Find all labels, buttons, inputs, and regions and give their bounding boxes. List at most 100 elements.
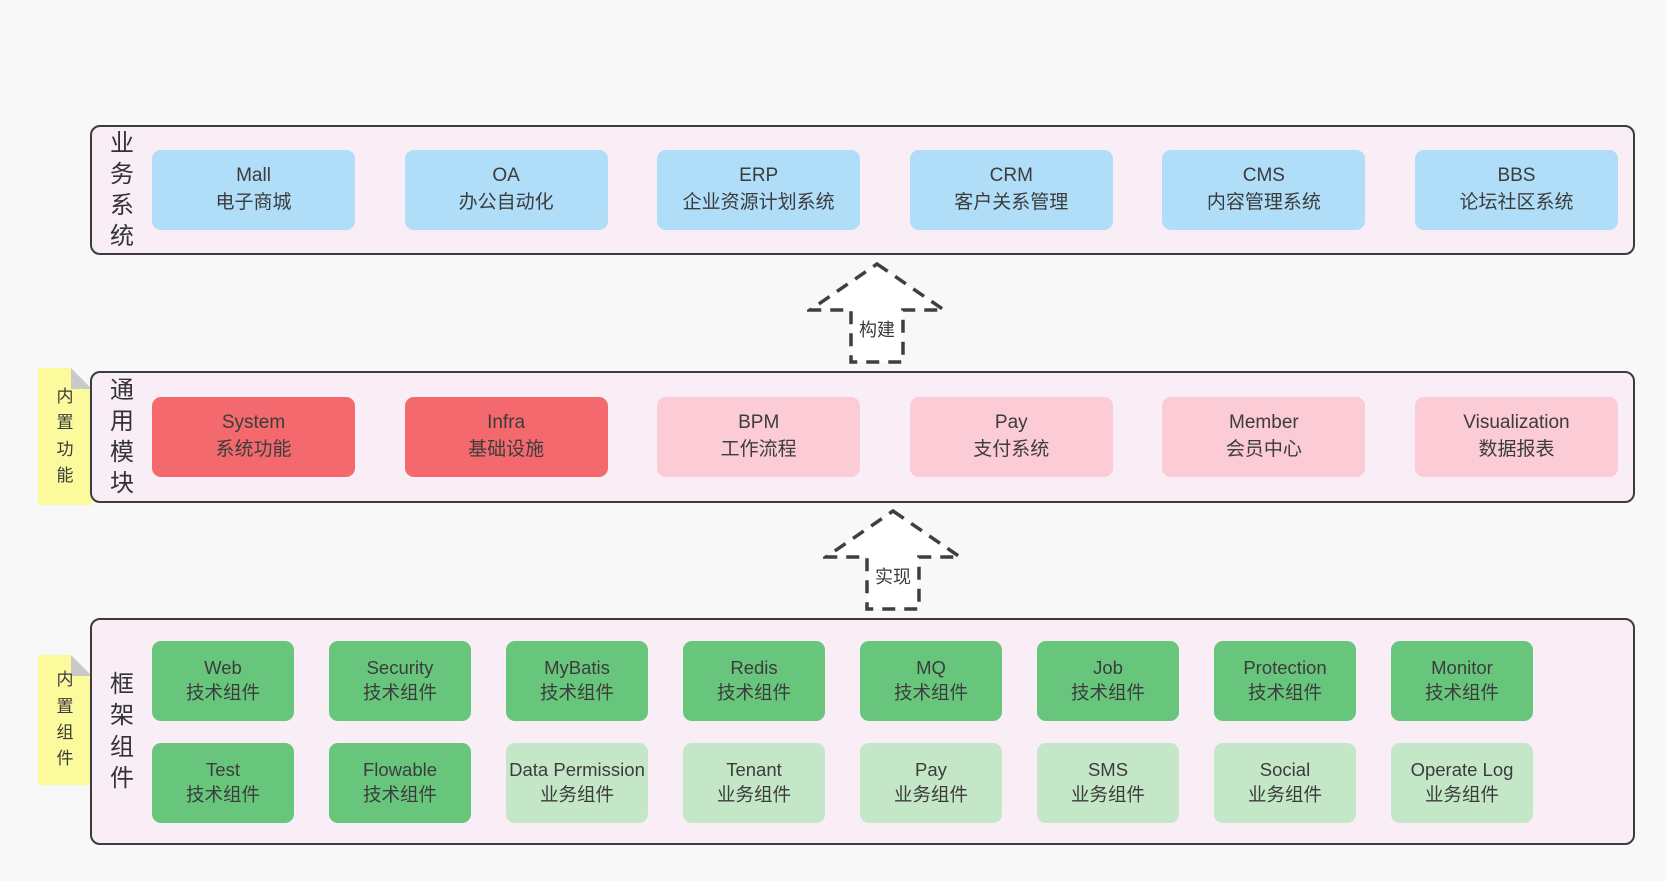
component-box-title: BPM	[738, 412, 780, 434]
component-box-visualization: Visualization 数据报表	[1414, 397, 1618, 477]
sticky-note-label: 内置组件	[56, 670, 74, 769]
band-title-common-modules: 通用模块	[92, 373, 152, 501]
component-box-mq: MQ 技术组件	[860, 640, 1002, 721]
component-box-title: Tenant	[726, 758, 782, 780]
band-title-text: 框架组件	[110, 671, 134, 792]
component-box-title: CRM	[989, 165, 1033, 187]
build-arrow-icon: 构建	[807, 261, 947, 365]
up-arrow-icon	[823, 508, 963, 611]
component-box-subtitle: 电子商城	[215, 192, 292, 213]
component-box-subtitle: 论坛社区系统	[1459, 192, 1574, 213]
component-box-title: SMS	[1087, 758, 1129, 780]
component-box-title: Job	[1093, 656, 1123, 678]
component-box-job: Job 技术组件	[1037, 640, 1179, 721]
component-box-tenant: Tenant 业务组件	[683, 742, 825, 823]
component-box-security: Security 技术组件	[329, 640, 471, 721]
component-box-title: Monitor	[1431, 656, 1493, 678]
component-box-title: Data Permission	[509, 758, 645, 780]
component-box-title: Social	[1259, 758, 1311, 780]
build-arrow-label: 构建	[856, 316, 898, 342]
component-box-subtitle: 内容管理系统	[1206, 192, 1321, 213]
component-box-pay: Pay 业务组件	[860, 742, 1002, 823]
component-box-title: CMS	[1242, 165, 1285, 187]
component-box-title: Visualization	[1463, 412, 1570, 434]
component-box-oa: OA 办公自动化	[404, 150, 608, 230]
sticky-note-label: 内置功能	[56, 386, 74, 485]
business-systems-box-row: Mall 电子商城 OA 办公自动化 ERP 企业资源计划系统 CRM 客户关系管理 CMS 内容…	[152, 127, 1633, 253]
component-box-subtitle: 业务组件	[1070, 783, 1145, 805]
component-box-subtitle: 技术组件	[893, 681, 968, 703]
component-box-title: MyBatis	[544, 656, 610, 678]
component-box-subtitle: 业务组件	[716, 783, 791, 805]
component-box-mall: Mall 电子商城	[152, 150, 355, 230]
component-box-title: ERP	[739, 165, 779, 187]
component-box-subtitle: 技术组件	[1070, 681, 1145, 703]
sticky-fold-icon	[71, 655, 92, 676]
component-box-subtitle: 技术组件	[1247, 681, 1322, 703]
component-box-title: Mall	[236, 165, 271, 187]
band-title-text: 通用模块	[110, 376, 134, 498]
component-box-pay: Pay 支付系统	[909, 397, 1113, 477]
sticky-fold-icon	[71, 368, 92, 389]
component-box-title: Pay	[915, 758, 947, 780]
component-box-title: Flowable	[362, 758, 438, 780]
component-box-redis: Redis 技术组件	[683, 640, 825, 721]
component-box-subtitle: 业务组件	[1247, 783, 1322, 805]
component-box-subtitle: 基础设施	[468, 439, 545, 460]
component-box-system: System 系统功能	[152, 397, 355, 477]
component-box-title: System	[221, 412, 286, 434]
component-box-subtitle: 客户关系管理	[954, 192, 1069, 213]
component-box-subtitle: 工作流程	[720, 439, 797, 460]
component-box-subtitle: 业务组件	[893, 783, 968, 805]
component-box-operate-log: Operate Log 业务组件	[1391, 742, 1533, 823]
component-box-crm: CRM 客户关系管理	[909, 150, 1113, 230]
band-title-framework-components: 框架组件	[92, 620, 152, 843]
component-box-cms: CMS 内容管理系统	[1162, 150, 1366, 230]
up-arrow-icon	[807, 261, 947, 364]
component-box-subtitle: 系统功能	[215, 439, 292, 460]
component-box-title: Operate Log	[1410, 758, 1514, 780]
component-box-subtitle: 技术组件	[362, 681, 437, 703]
component-box-subtitle: 企业资源计划系统	[682, 192, 835, 213]
implement-arrow-label: 实现	[872, 563, 914, 589]
component-box-title: MQ	[916, 656, 946, 678]
component-box-title: OA	[492, 165, 520, 187]
sticky-note-builtin-components: 内置组件	[38, 655, 92, 785]
component-box-title: Security	[366, 656, 434, 678]
component-box-sms: SMS 业务组件	[1037, 742, 1179, 823]
component-box-title: Pay	[994, 412, 1028, 434]
component-box-subtitle: 会员中心	[1225, 439, 1302, 460]
component-box-social: Social 业务组件	[1214, 742, 1356, 823]
component-box-subtitle: 技术组件	[716, 681, 791, 703]
component-box-flowable: Flowable 技术组件	[329, 742, 471, 823]
band-title-business-systems: 业务系统	[92, 127, 152, 253]
component-box-subtitle: 办公自动化	[458, 192, 554, 213]
component-box-title: Web	[204, 656, 242, 678]
component-box-bpm: BPM 工作流程	[657, 397, 861, 477]
component-box-data-permission: Data Permission 业务组件	[506, 742, 648, 823]
component-box-subtitle: 业务组件	[539, 783, 614, 805]
component-box-subtitle: 支付系统	[973, 439, 1050, 460]
component-box-subtitle: 技术组件	[362, 783, 437, 805]
implement-arrow-icon: 实现	[823, 508, 963, 612]
component-box-title: Redis	[730, 656, 778, 678]
component-box-subtitle: 数据报表	[1478, 439, 1555, 460]
component-box-subtitle: 业务组件	[1424, 783, 1499, 805]
component-box-subtitle: 技术组件	[185, 783, 260, 805]
band-title-text: 业务系统	[110, 129, 134, 251]
